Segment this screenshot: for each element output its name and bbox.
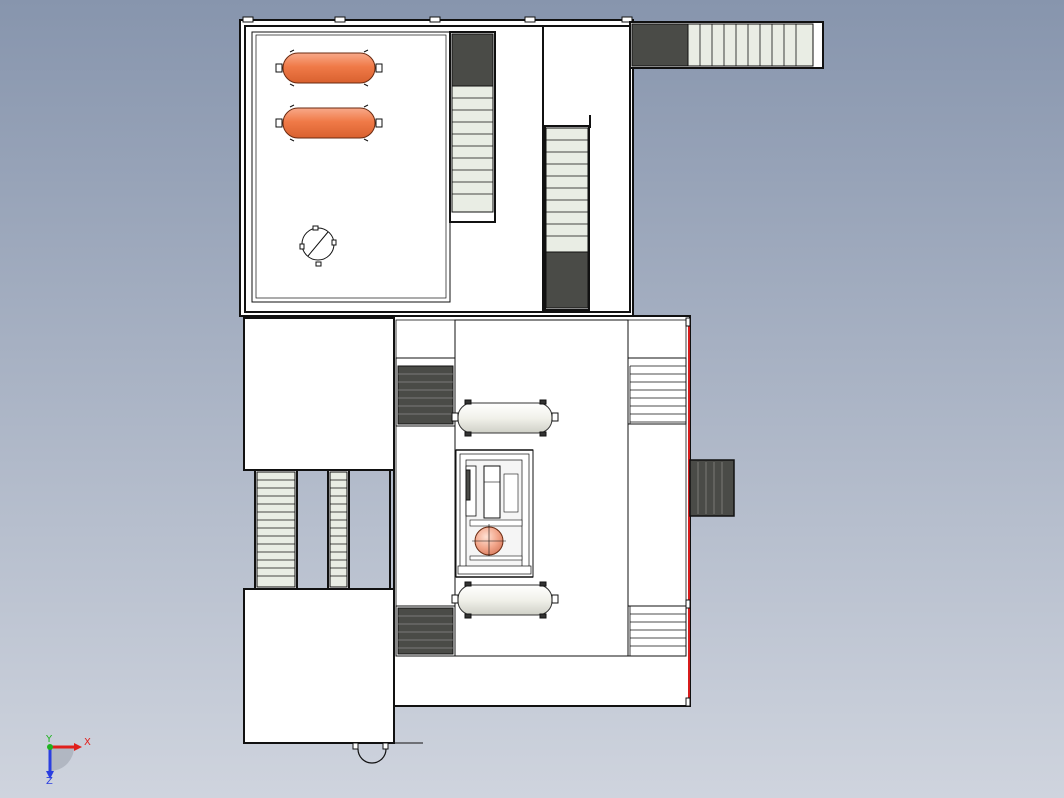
x-axis-label: X [84, 737, 91, 748]
edge-clip [685, 317, 691, 327]
lower-building[interactable] [243, 315, 735, 744]
triad-shadow [50, 747, 74, 771]
white-tank-lower[interactable] [451, 581, 559, 619]
y-axis-dot [47, 744, 53, 750]
orange-tank-2[interactable] [275, 104, 383, 142]
edge-clip [524, 16, 536, 23]
courtyard-frame [395, 319, 687, 657]
stair-landing [545, 251, 589, 309]
light-stair-upper-right[interactable] [627, 357, 687, 425]
orientation-triad[interactable]: X Y Z [45, 734, 91, 787]
tank-room-inner-2 [255, 34, 447, 299]
y-axis-label: Y [45, 734, 53, 745]
edge-clip [685, 599, 691, 609]
z-axis-label: Z [46, 776, 53, 787]
edge-clip [685, 697, 691, 707]
edge-clip [334, 16, 346, 23]
z-axis-arrow [46, 771, 54, 779]
edge-clip [621, 16, 633, 23]
light-stair-lower-right[interactable] [627, 605, 687, 657]
lifting-ring[interactable] [352, 742, 389, 764]
left-twin-stairs[interactable] [254, 469, 391, 590]
dark-stair-upper-left[interactable] [395, 357, 456, 427]
x-axis-arrow [74, 743, 82, 751]
round-vessel[interactable] [299, 225, 337, 267]
left-block-lower [243, 588, 395, 744]
external-stair-right[interactable] [689, 459, 735, 517]
stair-2[interactable] [542, 115, 591, 311]
central-equipment-skid[interactable] [455, 449, 534, 578]
stair-1[interactable] [449, 31, 496, 223]
edge-clip [429, 16, 441, 23]
edge-clip [242, 16, 254, 23]
plant-layout-drawing[interactable] [239, 16, 824, 764]
orange-tank-1[interactable] [275, 49, 383, 87]
upper-building[interactable] [239, 16, 824, 317]
stair-landing [631, 23, 689, 67]
left-block-upper [243, 317, 395, 471]
white-tank-upper[interactable] [451, 399, 559, 437]
stair-landing [451, 33, 494, 87]
dark-stair-lower-left[interactable] [395, 605, 456, 657]
external-stair-top[interactable] [629, 21, 824, 69]
skid-panel [465, 469, 471, 501]
